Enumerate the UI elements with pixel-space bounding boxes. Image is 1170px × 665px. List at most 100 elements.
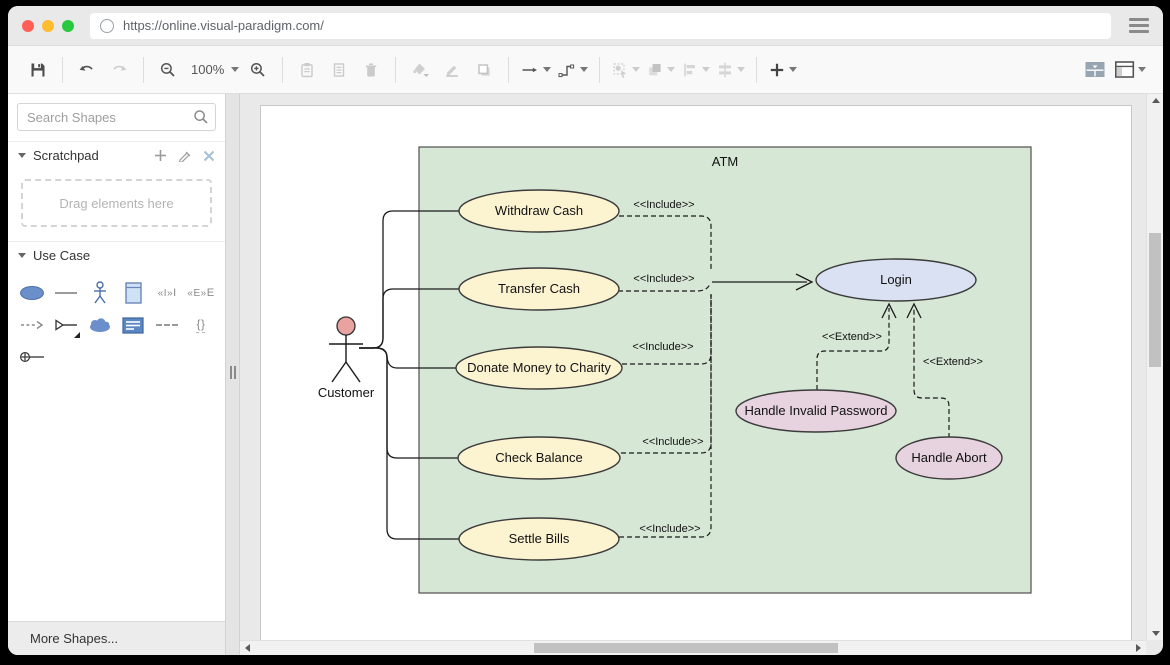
association-lines <box>359 210 459 540</box>
clipboard-icon <box>301 62 313 77</box>
stereotype-include-label: <<Include>> <box>633 199 694 211</box>
include-settle[interactable] <box>619 295 712 538</box>
connector-style-dropdown[interactable] <box>520 56 552 84</box>
use-case-donate-money[interactable] <box>455 346 623 390</box>
insert-dropdown[interactable] <box>768 56 798 84</box>
more-shapes-button[interactable]: More Shapes... <box>8 621 225 655</box>
vertical-scrollbar[interactable] <box>1146 94 1163 640</box>
diagram-page[interactable]: ATM <box>260 105 1132 642</box>
use-case-login[interactable] <box>815 258 977 302</box>
use-case-handle-invalid-password[interactable] <box>735 389 897 433</box>
use-case-label: Withdraw Cash <box>495 203 583 218</box>
zoom-out-icon <box>160 62 175 77</box>
use-case-settle-bills[interactable] <box>458 517 620 561</box>
association-settle[interactable] <box>359 347 459 540</box>
waypoint-style-dropdown[interactable] <box>557 56 589 84</box>
scratchpad-add-icon[interactable] <box>154 149 167 162</box>
undo-button[interactable] <box>74 56 100 84</box>
horizontal-scrollbar[interactable] <box>240 640 1146 655</box>
browser-menu-icon[interactable] <box>1129 18 1149 33</box>
include-withdraw[interactable] <box>619 215 712 269</box>
stereotype-extend-label: <<Extend>> <box>822 331 882 343</box>
shape-extend[interactable]: «E»E <box>187 287 215 299</box>
extend-glyph: «E» <box>187 287 207 299</box>
arrow-right-icon <box>522 67 538 72</box>
include-arrow-to-login[interactable] <box>712 273 814 291</box>
use-case-handle-abort[interactable] <box>895 436 1003 480</box>
use-case-label: Transfer Cash <box>498 281 580 296</box>
site-icon <box>100 18 114 33</box>
system-boundary-label: ATM <box>712 154 738 169</box>
shape-cloud[interactable] <box>84 309 116 341</box>
layout-dropdown[interactable] <box>1114 56 1146 84</box>
collapse-triangle-icon <box>18 253 26 258</box>
scroll-right-icon[interactable] <box>1136 644 1141 652</box>
scratchpad-edit-icon[interactable] <box>178 149 192 162</box>
zoom-in-icon <box>251 62 265 77</box>
actor-icon <box>93 281 106 304</box>
actor-customer[interactable]: Customer <box>318 316 375 400</box>
zoom-level-dropdown[interactable]: 100% <box>187 56 240 84</box>
shape-generalization[interactable] <box>50 309 82 341</box>
format-panel-toggle[interactable] <box>1082 56 1108 84</box>
diagram-canvas[interactable]: ATM <box>240 94 1163 655</box>
scroll-up-icon[interactable] <box>1152 98 1160 103</box>
chevron-down-icon <box>1138 67 1146 72</box>
save-button[interactable] <box>25 56 51 84</box>
extend-invalid-password[interactable] <box>816 308 890 390</box>
sidebar-resize-handle[interactable] <box>225 94 240 655</box>
actor-head <box>336 316 356 336</box>
zoom-in-button[interactable] <box>245 56 271 84</box>
shapes-sidebar: Scratchpad Drag elements here Use Case <box>8 94 225 655</box>
use-case-withdraw-cash[interactable] <box>458 189 620 233</box>
use-case-check-balance[interactable] <box>457 436 621 480</box>
shape-constraint[interactable]: {} <box>185 309 217 341</box>
stereotype-include-label: <<Include>> <box>633 273 694 285</box>
horizontal-scroll-thumb[interactable] <box>534 643 838 653</box>
chevron-down-icon <box>231 67 240 72</box>
redo-button[interactable] <box>106 56 132 84</box>
line-color-button <box>439 56 465 84</box>
shape-anchor[interactable] <box>16 341 48 373</box>
search-input[interactable] <box>17 103 216 131</box>
plus-icon <box>771 63 784 76</box>
shape-dashed-arrow[interactable] <box>16 309 48 341</box>
shape-note[interactable] <box>117 309 149 341</box>
scratchpad-header[interactable]: Scratchpad <box>8 141 225 169</box>
shape-system-boundary[interactable] <box>117 277 149 309</box>
toolbar-separator <box>62 56 63 83</box>
minimize-button[interactable] <box>42 19 54 32</box>
scratchpad-drop-area[interactable]: Drag elements here <box>21 179 212 227</box>
properties-button <box>326 56 352 84</box>
undo-icon <box>79 65 93 71</box>
vertical-scroll-thumb[interactable] <box>1149 233 1161 367</box>
shape-include[interactable]: «I»I <box>157 287 177 299</box>
use-case-section-title: Use Case <box>33 248 91 263</box>
scratchpad-close-icon[interactable] <box>203 150 215 162</box>
constraint-glyph: {} <box>196 317 206 333</box>
browser-chrome: https://online.visual-paradigm.com/ <box>8 6 1163 46</box>
shape-use-case-ellipse[interactable] <box>16 277 48 309</box>
delete-button <box>358 56 384 84</box>
shape-association[interactable] <box>50 277 82 309</box>
distribute-icon <box>719 62 732 77</box>
fullscreen-button[interactable] <box>62 19 74 32</box>
arrange-dropdown <box>646 56 676 84</box>
include-check[interactable] <box>621 295 712 454</box>
scroll-down-icon[interactable] <box>1152 631 1160 636</box>
use-case-transfer-cash[interactable] <box>458 267 620 311</box>
url-text[interactable]: https://online.visual-paradigm.com/ <box>123 18 324 33</box>
scroll-left-icon[interactable] <box>245 644 250 652</box>
close-button[interactable] <box>22 19 34 32</box>
zoom-out-button[interactable] <box>155 56 181 84</box>
shape-actor[interactable] <box>84 277 116 309</box>
use-case-section-header[interactable]: Use Case <box>8 241 225 269</box>
address-bar[interactable]: https://online.visual-paradigm.com/ <box>90 12 1111 39</box>
use-case-label: Check Balance <box>495 450 582 465</box>
shape-dashed-line[interactable] <box>151 309 183 341</box>
extend-abort[interactable] <box>913 308 950 438</box>
toolbar-right-group <box>1079 56 1149 84</box>
use-case-label: Login <box>880 272 912 287</box>
stereotype-include-label: <<Include>> <box>632 341 693 353</box>
toolbar-separator <box>395 56 397 83</box>
